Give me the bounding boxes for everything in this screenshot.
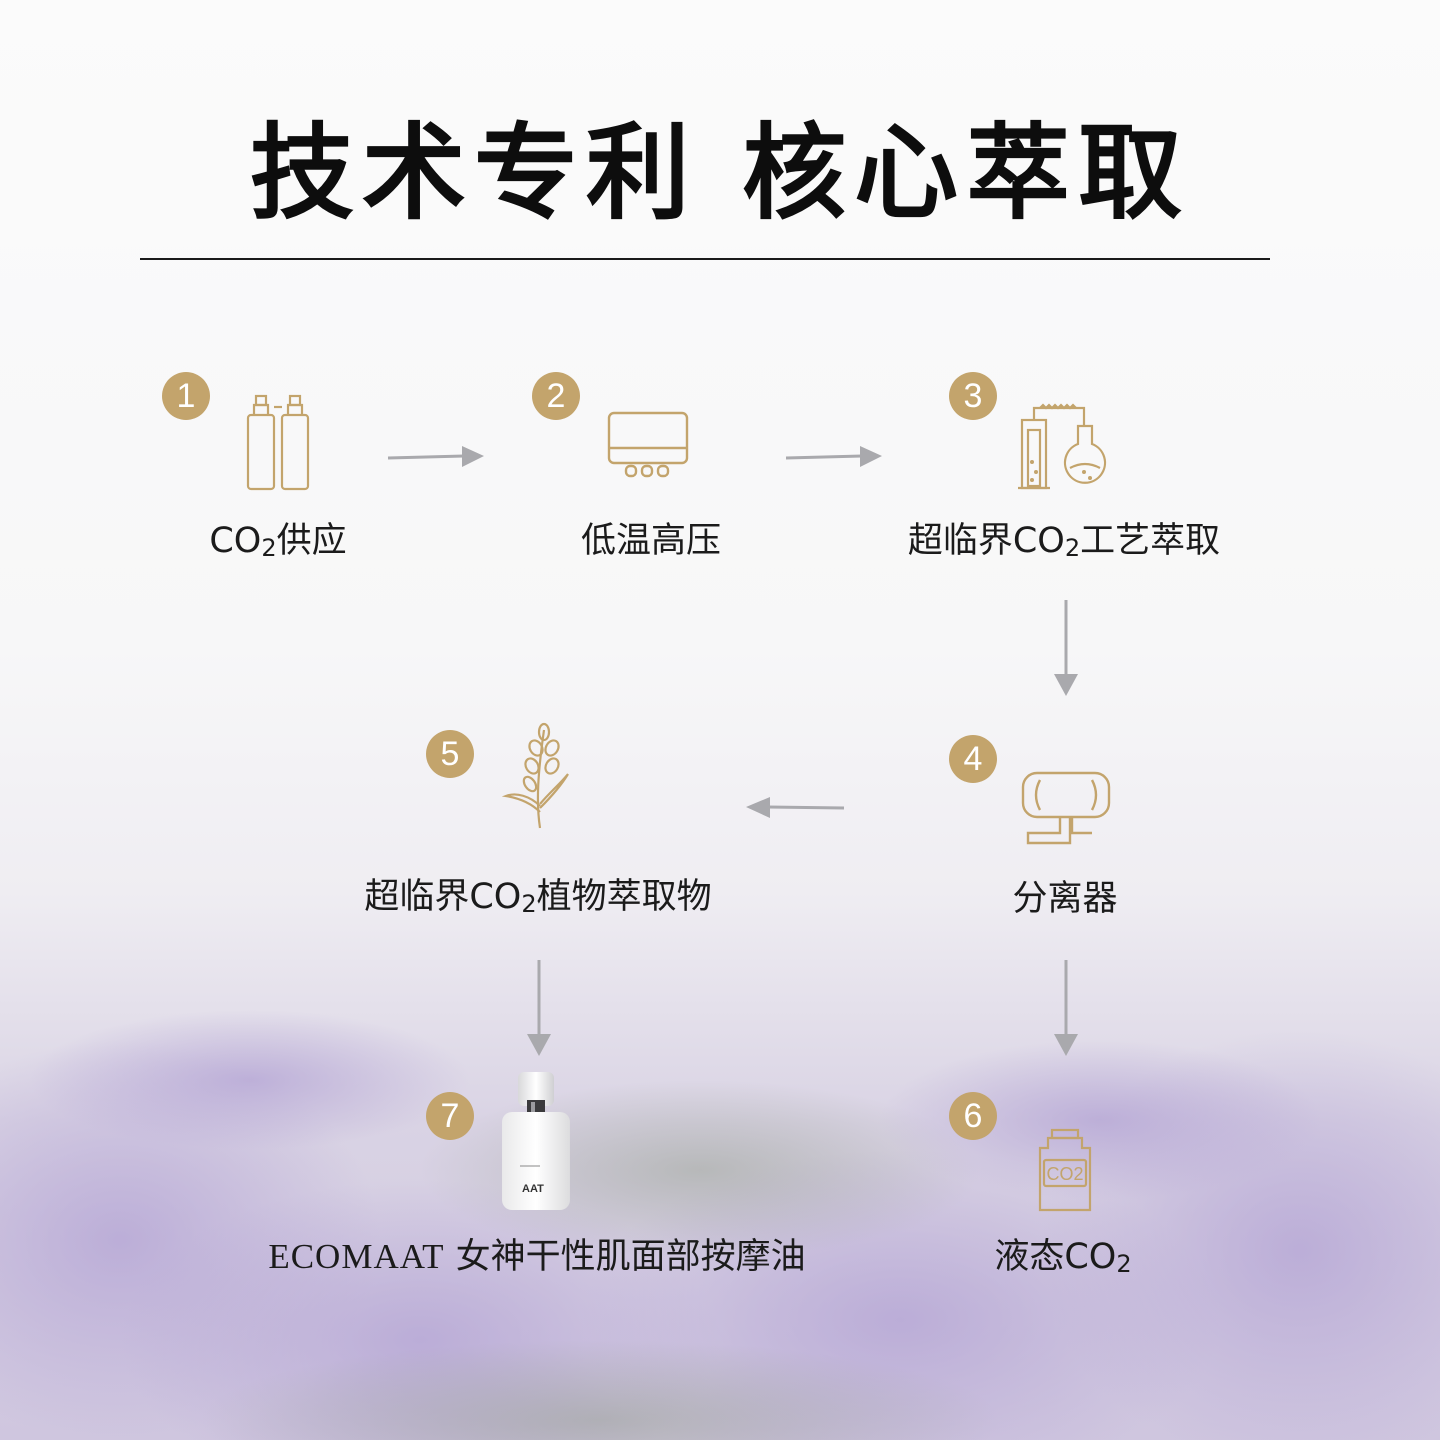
arrow-right-1 — [386, 444, 486, 470]
step-4-label: 分离器 — [1012, 870, 1117, 921]
step-4-badge: 4 — [949, 735, 997, 783]
step-5-badge: 5 — [426, 730, 474, 778]
step-6-badge: 6 — [949, 1092, 997, 1140]
step-2-badge: 2 — [532, 372, 580, 420]
bottle-label-text: AAT — [522, 1183, 544, 1195]
lab-flask-icon — [1018, 402, 1110, 492]
title-divider — [140, 258, 1270, 260]
arrow-down-3 — [1052, 960, 1080, 1058]
step-2-label: 低温高压 — [581, 512, 721, 563]
step-1-badge: 1 — [162, 372, 210, 420]
step-3-badge: 3 — [949, 372, 997, 420]
page-title: 技术专利 核心萃取 — [0, 108, 1440, 238]
arrow-left-1 — [744, 795, 846, 821]
arrow-right-2 — [784, 444, 884, 470]
product-bottle-icon: AAT — [498, 1070, 574, 1212]
step-5-label: 超临界CO2植物萃取物 — [364, 868, 711, 919]
step-6-label: 液态CO2 — [994, 1228, 1131, 1279]
co2-bottle-text: CO2 — [1046, 1164, 1083, 1184]
lavender-field-background — [0, 820, 1440, 1440]
gas-cylinders-icon — [245, 393, 311, 491]
step-7-badge: 7 — [426, 1092, 474, 1140]
co2-bottle-icon: CO2 — [1036, 1128, 1094, 1214]
step-3-label: 超临界CO2工艺萃取 — [908, 512, 1220, 563]
heater-unit-icon — [606, 410, 690, 480]
arrow-down-2 — [525, 960, 553, 1058]
plant-sprig-icon — [502, 722, 572, 830]
separator-icon — [1020, 770, 1112, 848]
arrow-down-1 — [1052, 600, 1080, 698]
step-1-label: CO2供应 — [209, 512, 346, 563]
step-7-label: ECOMAAT 女神干性肌面部按摩油 — [268, 1228, 805, 1279]
